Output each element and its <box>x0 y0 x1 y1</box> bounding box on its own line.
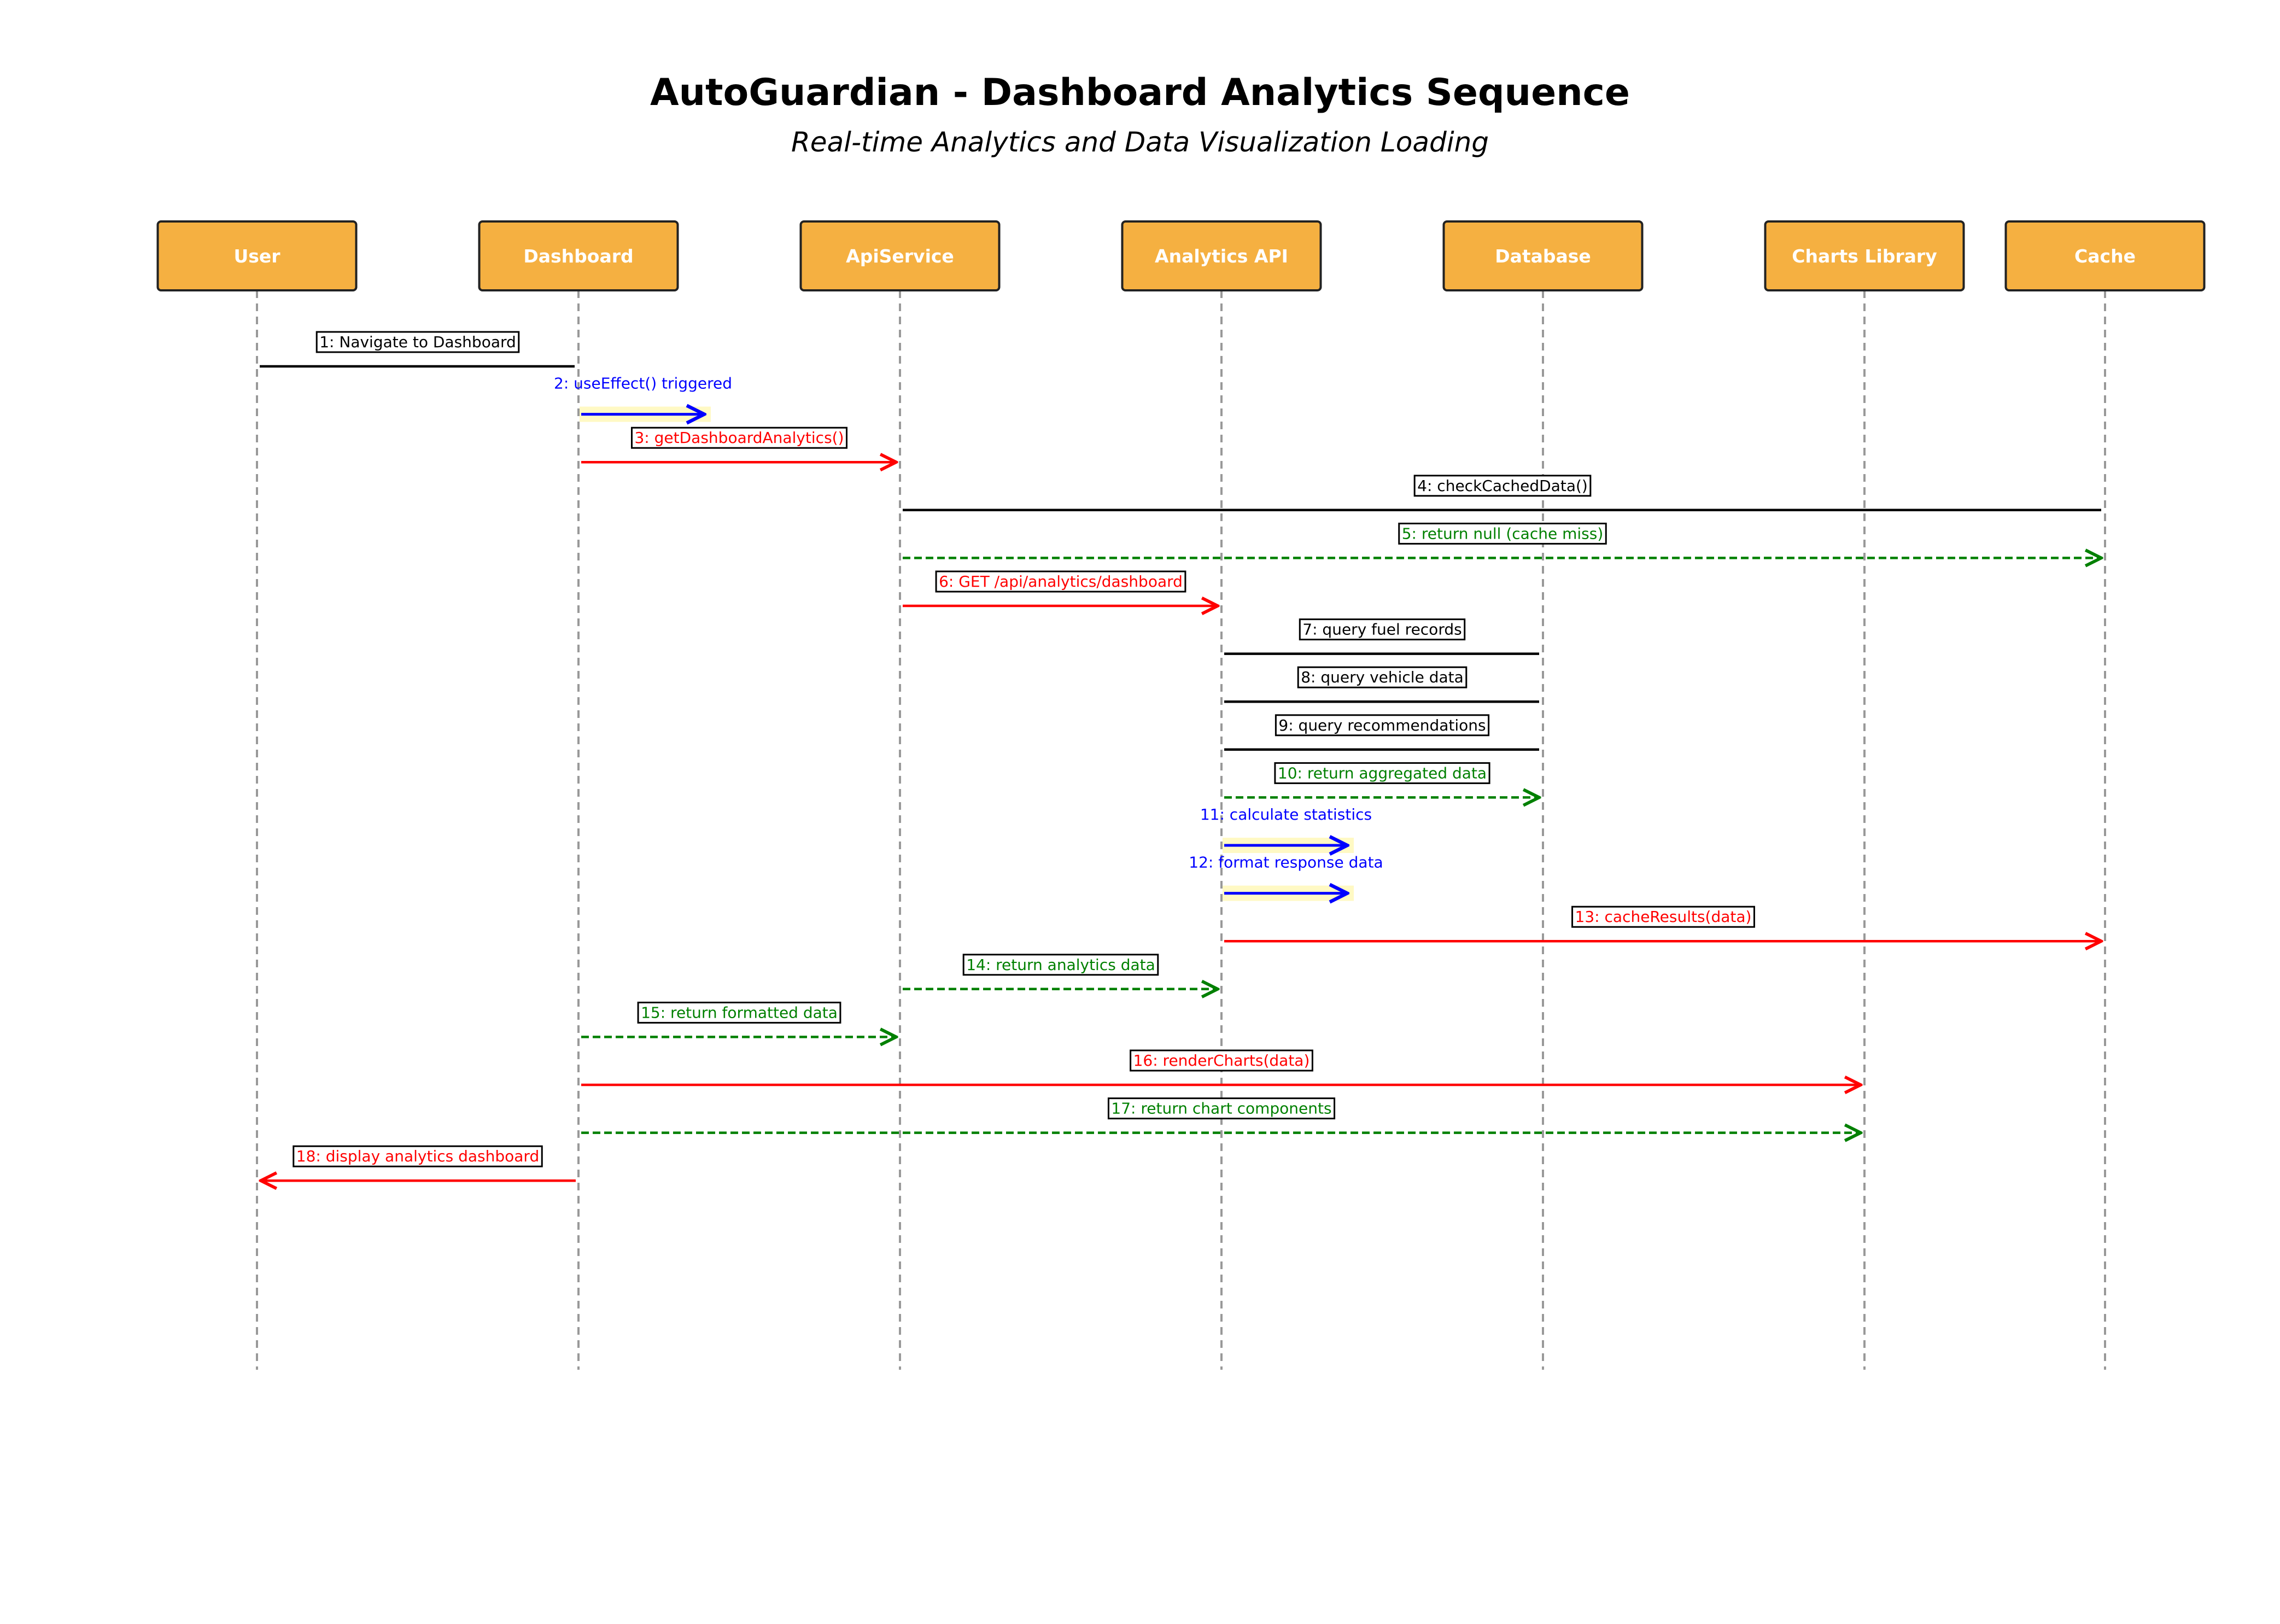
message-label-box <box>637 1001 841 1024</box>
message-label: 17: return chart components <box>1111 1100 1331 1118</box>
actor-label: User <box>233 246 280 267</box>
message-12: 12: format response data <box>1189 854 1383 901</box>
actor-label: Charts Library <box>1792 246 1937 267</box>
message-label: 11: calculate statistics <box>1200 805 1372 823</box>
message-label: 16: renderCharts(data) <box>1133 1051 1310 1070</box>
message-label-box <box>1571 906 1755 928</box>
diagram-subtitle: Real-time Analytics and Data Visualizati… <box>791 126 1489 158</box>
message-label-box <box>1130 1049 1313 1072</box>
message-label-box <box>1297 666 1468 688</box>
message-6: 6: GET /api/analytics/dashboard <box>903 570 1218 606</box>
message-label: 8: query vehicle data <box>1301 668 1464 686</box>
message-label-box <box>1299 618 1466 641</box>
message-5: 5: return null (cache miss) <box>903 522 2101 558</box>
actor-database: Database <box>1442 220 1644 291</box>
message-9: 9: query recommendations <box>1224 714 1539 751</box>
message-label: 6: GET /api/analytics/dashboard <box>939 573 1183 591</box>
message-label: 18: display analytics dashboard <box>296 1147 539 1165</box>
message-label: 13: cacheResults(data) <box>1575 908 1752 926</box>
actor-cache: Cache <box>2004 220 2206 291</box>
message-label: 9: query recommendations <box>1278 716 1486 734</box>
actor-user: User <box>156 220 358 291</box>
message-label: 14: return analytics data <box>966 956 1155 974</box>
message-label: 4: checkCachedData() <box>1417 477 1588 495</box>
actor-box <box>2004 220 2206 291</box>
actor-box <box>1442 220 1644 291</box>
message-2: 2: useEffect() triggered <box>554 375 732 422</box>
message-label-box <box>1413 475 1592 497</box>
message-label: 15: return formatted data <box>641 1003 838 1021</box>
message-label-box <box>935 570 1186 593</box>
message-label: 12: format response data <box>1189 854 1383 872</box>
message-13: 13: cacheResults(data) <box>1224 906 2101 941</box>
actors: User Dashboard ApiService Analytics API Data… <box>156 220 2206 291</box>
messages: 1: Navigate to Dashboard 2: useEffect() t… <box>260 331 2101 1181</box>
actor-charts: Charts Library <box>1764 220 1965 291</box>
message-label: 1: Navigate to Dashboard <box>319 333 516 351</box>
message-label-box <box>630 427 848 449</box>
message-4: 4: checkCachedData() <box>903 475 2101 512</box>
actor-box <box>156 220 358 291</box>
message-18: 18: display analytics dashboard <box>261 1145 576 1181</box>
message-14: 14: return analytics data <box>903 954 1218 989</box>
actor-apiservice: ApiService <box>799 220 1001 291</box>
message-label-box <box>962 954 1159 976</box>
actor-label: Database <box>1495 246 1591 267</box>
message-7: 7: query fuel records <box>1224 618 1539 655</box>
message-label: 10: return aggregated data <box>1278 764 1487 782</box>
actor-box <box>478 220 679 291</box>
message-3: 3: getDashboardAnalytics() <box>581 427 896 462</box>
message-15: 15: return formatted data <box>581 1001 896 1037</box>
actor-analytics: Analytics API <box>1121 220 1322 291</box>
lifelines <box>256 290 2106 1370</box>
actor-label: Cache <box>2074 246 2136 267</box>
message-label-box <box>1398 522 1607 545</box>
message-1: 1: Navigate to Dashboard <box>260 331 575 368</box>
message-label-box <box>1275 714 1490 737</box>
message-label-box <box>1107 1097 1336 1120</box>
message-label-box <box>315 331 520 353</box>
actor-box <box>799 220 1001 291</box>
message-16: 16: renderCharts(data) <box>581 1049 1861 1085</box>
message-label: 5: return null (cache miss) <box>1402 524 1604 542</box>
message-17: 17: return chart components <box>581 1097 1861 1133</box>
message-label: 2: useEffect() triggered <box>554 375 732 393</box>
actor-label: ApiService <box>846 246 954 267</box>
diagram-title: AutoGuardian - Dashboard Analytics Seque… <box>650 71 1630 114</box>
actor-label: Analytics API <box>1155 246 1288 267</box>
message-11: 11: calculate statistics <box>1200 805 1372 853</box>
message-label-box <box>293 1145 543 1167</box>
message-label-box <box>1274 762 1490 784</box>
actor-box <box>1764 220 1965 291</box>
actor-label: Dashboard <box>523 246 633 267</box>
message-label: 3: getDashboardAnalytics() <box>634 429 844 447</box>
actor-box <box>1121 220 1322 291</box>
message-label: 7: query fuel records <box>1302 621 1461 639</box>
actor-dashboard: Dashboard <box>478 220 679 291</box>
message-8: 8: query vehicle data <box>1224 666 1539 703</box>
message-10: 10: return aggregated data <box>1224 762 1539 797</box>
